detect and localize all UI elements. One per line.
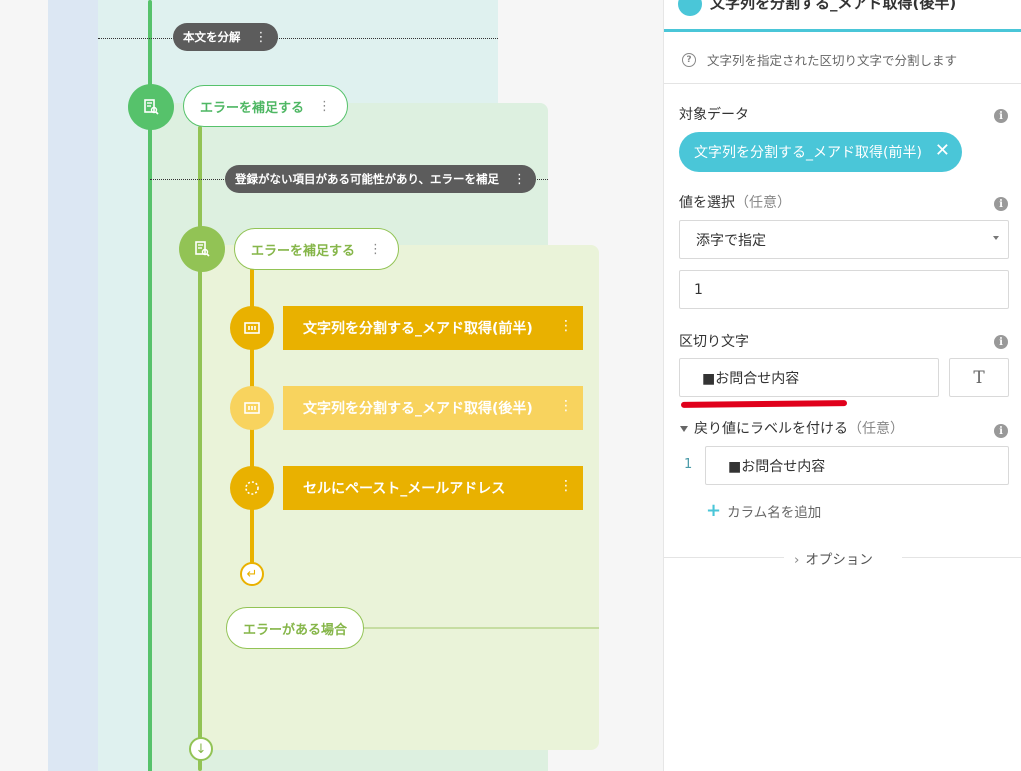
plus-icon: + [706, 500, 722, 521]
kebab-menu-icon[interactable]: ⋮ [318, 98, 332, 114]
catch-node-label: エラーを補足する [251, 243, 356, 259]
index-input[interactable]: 1 [679, 270, 1009, 309]
arrow-down-icon[interactable]: ↓ [189, 737, 213, 761]
error-case-label: エラーがある場合 [243, 622, 348, 638]
divider [664, 557, 784, 558]
loop-band [48, 0, 98, 771]
kebab-menu-icon[interactable]: ⋮ [559, 318, 573, 334]
action-node[interactable]: 文字列を分割する_メアド取得(前半) ⋮ [283, 306, 583, 350]
select-mode-value: 添字で指定 [696, 232, 766, 249]
red-underline-annotation [680, 400, 848, 408]
catch-node-label: エラーを補足する [200, 100, 305, 116]
info-icon[interactable]: i [994, 197, 1008, 211]
add-column-label: カラム名を追加 [727, 504, 822, 521]
comment-guide [98, 38, 498, 39]
info-icon[interactable]: i [994, 335, 1008, 349]
error-branch-line [360, 627, 599, 629]
action-node-selected[interactable]: 文字列を分割する_メアド取得(後半) ⋮ [283, 386, 583, 430]
action-node-label: 文字列を分割する_メアド取得(前半) [303, 321, 533, 337]
action-node-icon-selected[interactable] [230, 386, 274, 430]
action-node-icon[interactable] [230, 466, 274, 510]
text-format-button[interactable]: T [949, 358, 1009, 397]
target-data-chip[interactable]: 文字列を分割する_メアド取得(前半) ✕ [679, 132, 962, 172]
description-text: 文字列を指定された区切り文字で分割します [707, 53, 958, 68]
split-text-icon [244, 322, 260, 334]
info-icon[interactable]: i [994, 424, 1008, 438]
triangle-down-icon [680, 426, 688, 432]
close-icon[interactable]: ✕ [934, 140, 950, 161]
properties-panel: 文字列を分割する_メアド取得(後半) ? 文字列を指定された区切り文字で分割しま… [663, 0, 1021, 771]
return-icon[interactable]: ↵ [240, 562, 264, 586]
action-node-label: セルにペースト_メールアドレス [303, 481, 506, 497]
action-node-icon[interactable] [230, 306, 274, 350]
tools-icon [678, 0, 702, 16]
split-text-icon [244, 402, 260, 414]
return-label-text: 戻り値にラベルを付ける [694, 421, 848, 437]
delimiter-label: 区切り文字 [679, 334, 749, 350]
panel-title: 文字列を分割する_メアド取得(後半) [710, 0, 957, 12]
catch-node[interactable]: エラーを補足する ⋮ [183, 85, 349, 127]
paste-cell-icon [245, 481, 259, 495]
action-node[interactable]: セルにペースト_メールアドレス ⋮ [283, 466, 583, 510]
return-label-toggle[interactable]: 戻り値にラベルを付ける（任意） [680, 418, 904, 438]
flow-connector [148, 122, 152, 771]
comment-label[interactable]: 本文を分解 ⋮ [173, 23, 278, 51]
kebab-menu-icon[interactable]: ⋮ [513, 171, 527, 187]
options-toggle[interactable]: › オプション [794, 548, 873, 568]
flow-connector [148, 0, 152, 90]
target-data-chip-label: 文字列を分割する_メアド取得(前半) [694, 145, 922, 161]
catch-error-icon [144, 99, 159, 115]
target-data-label: 対象データ [679, 107, 749, 123]
panel-description: ? 文字列を指定された区切り文字で分割します [682, 50, 957, 69]
kebab-menu-icon[interactable]: ⋮ [559, 478, 573, 494]
return-label-input[interactable]: ■お問合せ内容 [705, 446, 1009, 485]
flow-connector [198, 126, 202, 236]
comment-label-text: 本文を分解 [183, 30, 241, 44]
catch-node-icon[interactable] [128, 84, 174, 130]
optional-tag: （任意） [735, 195, 791, 211]
divider [902, 557, 1021, 558]
comment-label-text: 登録がない項目がある可能性があり、エラーを補足 [235, 172, 500, 186]
options-label: オプション [805, 552, 873, 568]
help-icon: ? [682, 52, 696, 67]
action-node-label: 文字列を分割する_メアド取得(後半) [303, 401, 533, 417]
add-column-button[interactable]: + カラム名を追加 [706, 500, 821, 521]
select-mode-dropdown[interactable]: 添字で指定 [679, 220, 1009, 259]
catch-node[interactable]: エラーを補足する ⋮ [234, 228, 400, 270]
divider [664, 83, 1021, 84]
select-value-label: 値を選択（任意） [679, 192, 791, 212]
kebab-menu-icon[interactable]: ⋮ [369, 241, 383, 257]
delimiter-input[interactable]: ■お問合せ内容 [679, 358, 939, 397]
error-case-node[interactable]: エラーがある場合 [226, 607, 365, 649]
chevron-right-icon: › [794, 552, 800, 568]
select-value-label-text: 値を選択 [679, 195, 735, 211]
panel-header: 文字列を分割する_メアド取得(後半) [664, 0, 1021, 32]
catch-error-icon [195, 241, 210, 257]
flow-connector [198, 268, 202, 771]
flow-canvas[interactable]: 本文を分解 ⋮ 登録がない項目がある可能性があり、エラーを補足 ⋮ エラーを補足… [0, 0, 663, 771]
optional-tag: （任意） [848, 421, 904, 437]
info-icon[interactable]: i [994, 109, 1008, 123]
kebab-menu-icon[interactable]: ⋮ [559, 398, 573, 414]
return-row-index: 1 [684, 457, 693, 472]
caret-down-icon [993, 236, 999, 240]
catch-node-icon[interactable] [179, 226, 225, 272]
kebab-menu-icon[interactable]: ⋮ [254, 29, 268, 45]
comment-label[interactable]: 登録がない項目がある可能性があり、エラーを補足 ⋮ [225, 165, 537, 193]
